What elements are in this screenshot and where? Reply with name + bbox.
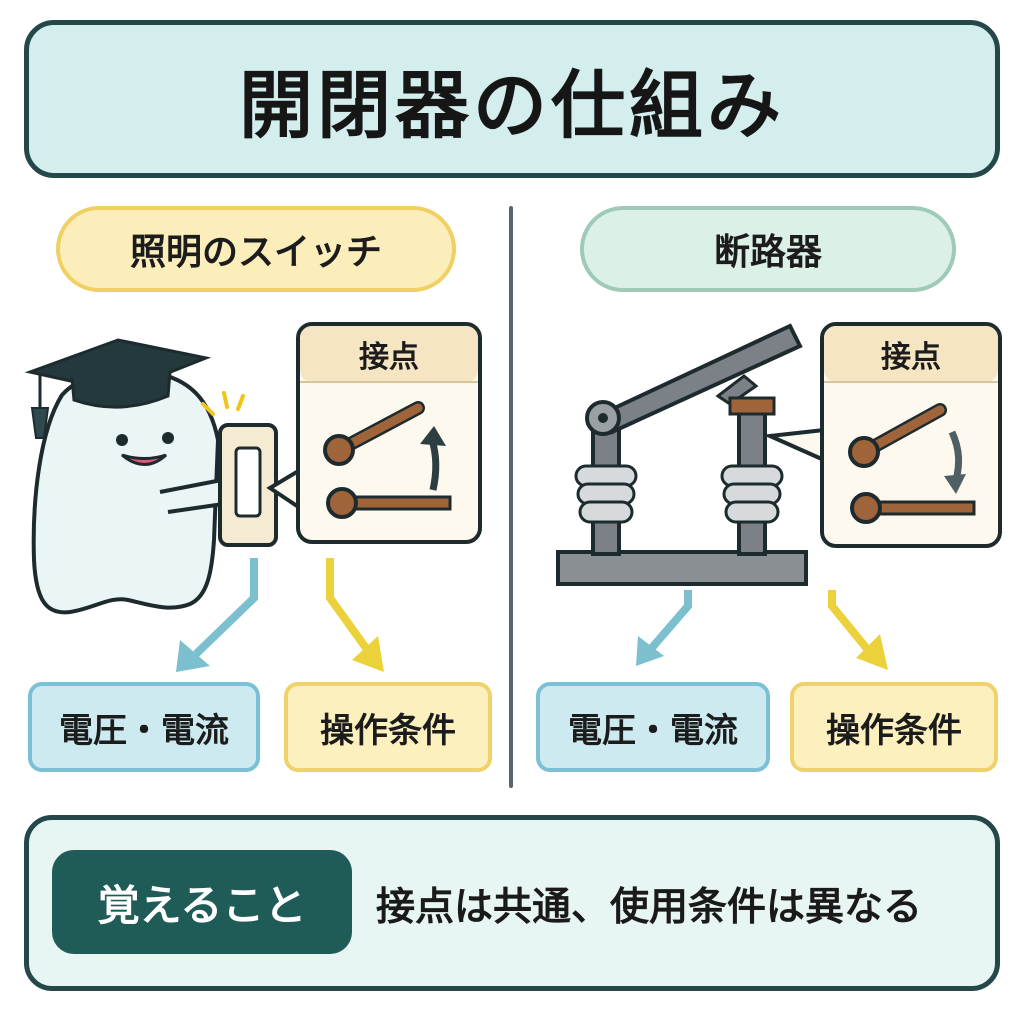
left-contact-callout — [266, 322, 482, 544]
memo-badge-text: 覚えること — [97, 880, 307, 930]
right-contact-callout — [762, 322, 1002, 548]
center-divider — [509, 206, 513, 788]
page-title: 開閉器の仕組み — [239, 62, 785, 149]
ghost-mascot — [31, 368, 247, 615]
right-contact-label: 接点 — [881, 340, 941, 375]
light-switch-heading-text: 照明のスイッチ — [129, 232, 382, 273]
graduation-cap-icon — [24, 338, 212, 439]
light-switch-heading: 照明のスイッチ — [56, 206, 456, 292]
rotation-arrow-icon — [428, 438, 440, 491]
left-contact-label: 接点 — [359, 340, 419, 375]
left-operation-tag: 操作条件 — [284, 682, 492, 772]
right-voltage-current-label: 電圧・電流 — [568, 710, 738, 751]
motion-lines — [201, 391, 245, 416]
disconnector-icon — [556, 323, 808, 586]
left-operation-label: 操作条件 — [320, 710, 456, 751]
disconnector-heading-text: 断路器 — [713, 232, 822, 273]
disconnector-heading: 断路器 — [580, 206, 956, 292]
memo-text: 接点は共通、使用条件は異なる — [376, 885, 923, 930]
title-banner: 開閉器の仕組み — [24, 20, 1000, 178]
right-voltage-current-tag: 電圧・電流 — [536, 682, 770, 772]
memo-badge: 覚えること — [52, 850, 352, 954]
arrow-down-left-icon — [176, 558, 692, 672]
right-operation-tag: 操作条件 — [790, 682, 998, 772]
arrow-down-right-icon — [326, 558, 888, 672]
wall-switch-icon — [218, 423, 278, 547]
left-voltage-current-tag: 電圧・電流 — [28, 682, 260, 772]
left-voltage-current-label: 電圧・電流 — [59, 710, 229, 751]
right-operation-label: 操作条件 — [826, 710, 962, 751]
